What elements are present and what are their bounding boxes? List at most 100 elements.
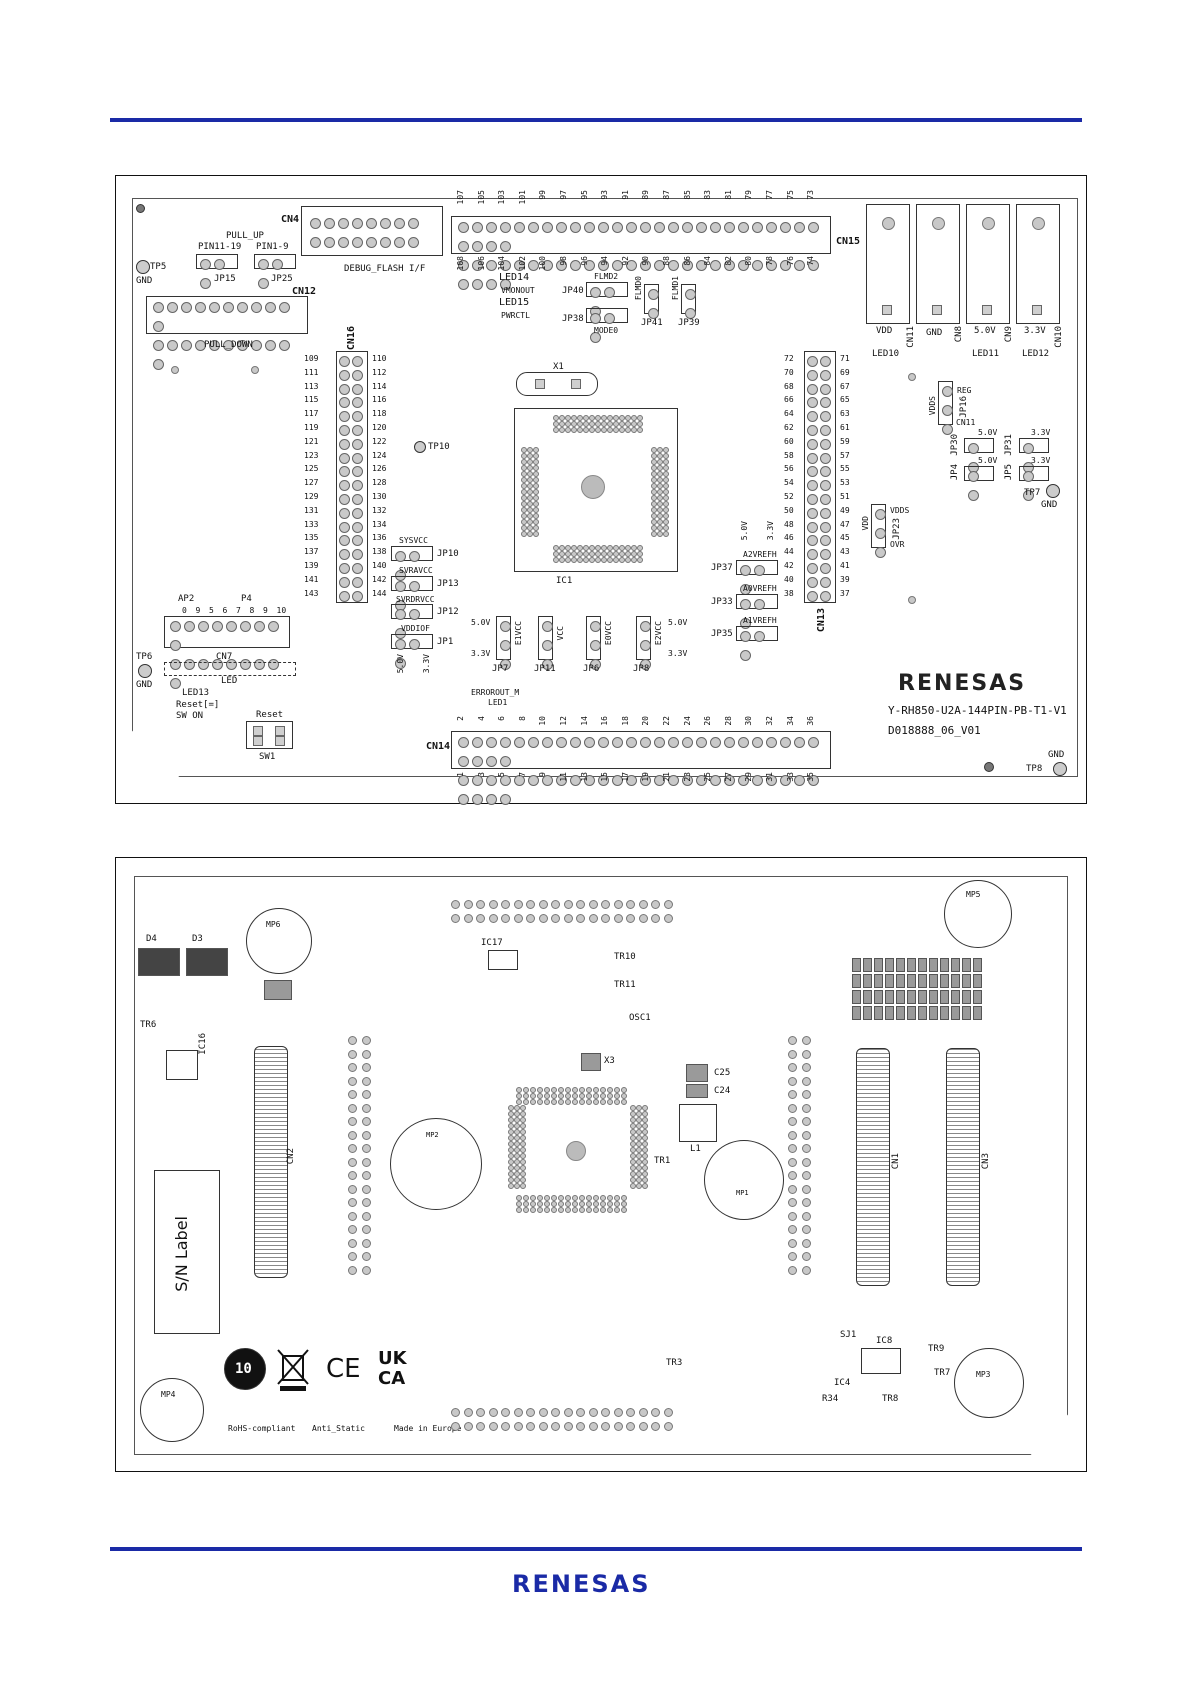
jp23-jumper[interactable] bbox=[871, 504, 886, 558]
ic1-ball bbox=[559, 545, 565, 551]
ukca-mark-top: UK bbox=[378, 1348, 407, 1369]
cn13-header[interactable] bbox=[804, 351, 836, 603]
c25-capacitor bbox=[686, 1064, 708, 1082]
pad bbox=[788, 1090, 797, 1099]
pin-number: 75 bbox=[785, 190, 795, 200]
cn7-pin-header[interactable] bbox=[164, 616, 290, 689]
jp39-jumper[interactable] bbox=[681, 284, 696, 319]
jp30-jumper[interactable] bbox=[964, 438, 994, 473]
ic1-ball bbox=[657, 471, 663, 477]
bga-ball bbox=[642, 1183, 648, 1189]
pad bbox=[626, 900, 635, 909]
capacitor bbox=[863, 1006, 872, 1020]
jp13-jumper[interactable] bbox=[391, 576, 433, 611]
pin-number: 110 bbox=[372, 354, 387, 363]
capacitor bbox=[852, 958, 861, 972]
pin-number: 108 bbox=[456, 256, 465, 271]
jp6-jumper[interactable] bbox=[586, 616, 601, 670]
bga-ball bbox=[520, 1153, 526, 1159]
jp11-jumper[interactable] bbox=[538, 616, 553, 670]
pad bbox=[476, 900, 485, 909]
capacitor bbox=[940, 990, 949, 1004]
jp25-jumper[interactable] bbox=[254, 254, 296, 289]
ic1-ball bbox=[595, 415, 601, 421]
jp33-label: JP33 bbox=[711, 597, 733, 607]
jp4-label: JP4 bbox=[950, 464, 960, 481]
pin-number: 25 bbox=[703, 772, 713, 782]
cn12-header[interactable] bbox=[146, 296, 308, 370]
ce-mark: CE bbox=[326, 1354, 361, 1384]
cn9-terminal[interactable] bbox=[966, 204, 1010, 324]
cn15-header[interactable] bbox=[451, 216, 831, 290]
doc-id: D018888_06_V01 bbox=[888, 724, 981, 737]
jp5-jumper[interactable] bbox=[1019, 466, 1049, 501]
gnd-label-cn8: GND bbox=[926, 328, 943, 338]
jp37-jumper[interactable] bbox=[736, 560, 778, 595]
cn14-header[interactable] bbox=[451, 731, 831, 805]
jp1-label: JP1 bbox=[437, 637, 454, 647]
bga-ball bbox=[520, 1111, 526, 1117]
pad bbox=[802, 1265, 811, 1275]
jp7-jumper[interactable] bbox=[496, 616, 511, 670]
bga-ball bbox=[565, 1207, 571, 1213]
ic1-ball bbox=[533, 471, 539, 477]
bga-ball bbox=[600, 1099, 606, 1105]
bga-ball bbox=[516, 1093, 522, 1099]
jp4-jumper[interactable] bbox=[964, 466, 994, 501]
ic1-ball bbox=[613, 415, 619, 421]
ic1-ball bbox=[607, 551, 613, 557]
bga-ball bbox=[520, 1141, 526, 1147]
pin-number: 92 bbox=[620, 256, 630, 266]
jp41-jumper[interactable] bbox=[644, 284, 659, 319]
bga-ball bbox=[520, 1177, 526, 1183]
cn8-terminal[interactable] bbox=[916, 204, 960, 324]
tp10-test-point[interactable] bbox=[414, 441, 426, 453]
footer-renesas-logo: RENESAS bbox=[512, 1570, 651, 1598]
tp7-test-point[interactable] bbox=[1046, 484, 1060, 498]
pin-number: 65 bbox=[840, 395, 850, 405]
cn16-header[interactable] bbox=[336, 351, 368, 603]
ic1-ball bbox=[613, 557, 619, 563]
jp8-jumper[interactable] bbox=[636, 616, 651, 670]
mp3-label: MP3 bbox=[976, 1370, 991, 1379]
sw1-reset-button[interactable] bbox=[246, 721, 293, 749]
pad bbox=[348, 1171, 357, 1180]
jp15-jumper[interactable] bbox=[196, 254, 238, 289]
cn11-terminal[interactable] bbox=[866, 204, 910, 324]
ic1-ball bbox=[521, 495, 527, 501]
tp5-test-point[interactable] bbox=[136, 260, 150, 274]
cn4-debug-connector[interactable] bbox=[301, 206, 443, 256]
pin-number: 124 bbox=[372, 450, 387, 460]
pad bbox=[651, 914, 660, 923]
jp12-jumper[interactable] bbox=[391, 604, 433, 639]
jp38-jumper[interactable] bbox=[586, 308, 628, 343]
pin-number: 28 bbox=[723, 716, 733, 726]
capacitor bbox=[951, 974, 960, 988]
bga-ball bbox=[642, 1129, 648, 1135]
cn10-terminal[interactable] bbox=[1016, 204, 1060, 324]
pad bbox=[601, 1408, 610, 1417]
bga-ball bbox=[523, 1195, 529, 1201]
ic1-ball bbox=[631, 427, 637, 433]
jp35-jumper[interactable] bbox=[736, 626, 778, 661]
vmonout-label: VMONOUT bbox=[501, 286, 535, 295]
tp8-test-point[interactable] bbox=[1053, 762, 1067, 776]
ic16-label: IC16 bbox=[198, 1033, 208, 1055]
bga-ball bbox=[636, 1147, 642, 1153]
bga-ball bbox=[551, 1087, 557, 1093]
pin-number: 133 bbox=[304, 519, 319, 529]
pin-number: 76 bbox=[785, 256, 795, 266]
e2vcc-label: E2VCC bbox=[654, 621, 663, 646]
jp40-jumper[interactable] bbox=[586, 282, 628, 317]
jp1-jumper[interactable] bbox=[391, 634, 433, 669]
jp31-jumper[interactable] bbox=[1019, 438, 1049, 473]
pad bbox=[476, 1408, 485, 1417]
ic1-ball bbox=[619, 557, 625, 563]
jp33-jumper[interactable] bbox=[736, 594, 778, 629]
jp16-jumper[interactable] bbox=[938, 381, 953, 435]
capacitor bbox=[874, 974, 883, 988]
jp10-jumper[interactable] bbox=[391, 546, 433, 581]
made-in-label: Made in Europe bbox=[394, 1424, 462, 1433]
tp6-test-point[interactable] bbox=[138, 664, 152, 678]
pin-number: 138 bbox=[372, 547, 387, 557]
